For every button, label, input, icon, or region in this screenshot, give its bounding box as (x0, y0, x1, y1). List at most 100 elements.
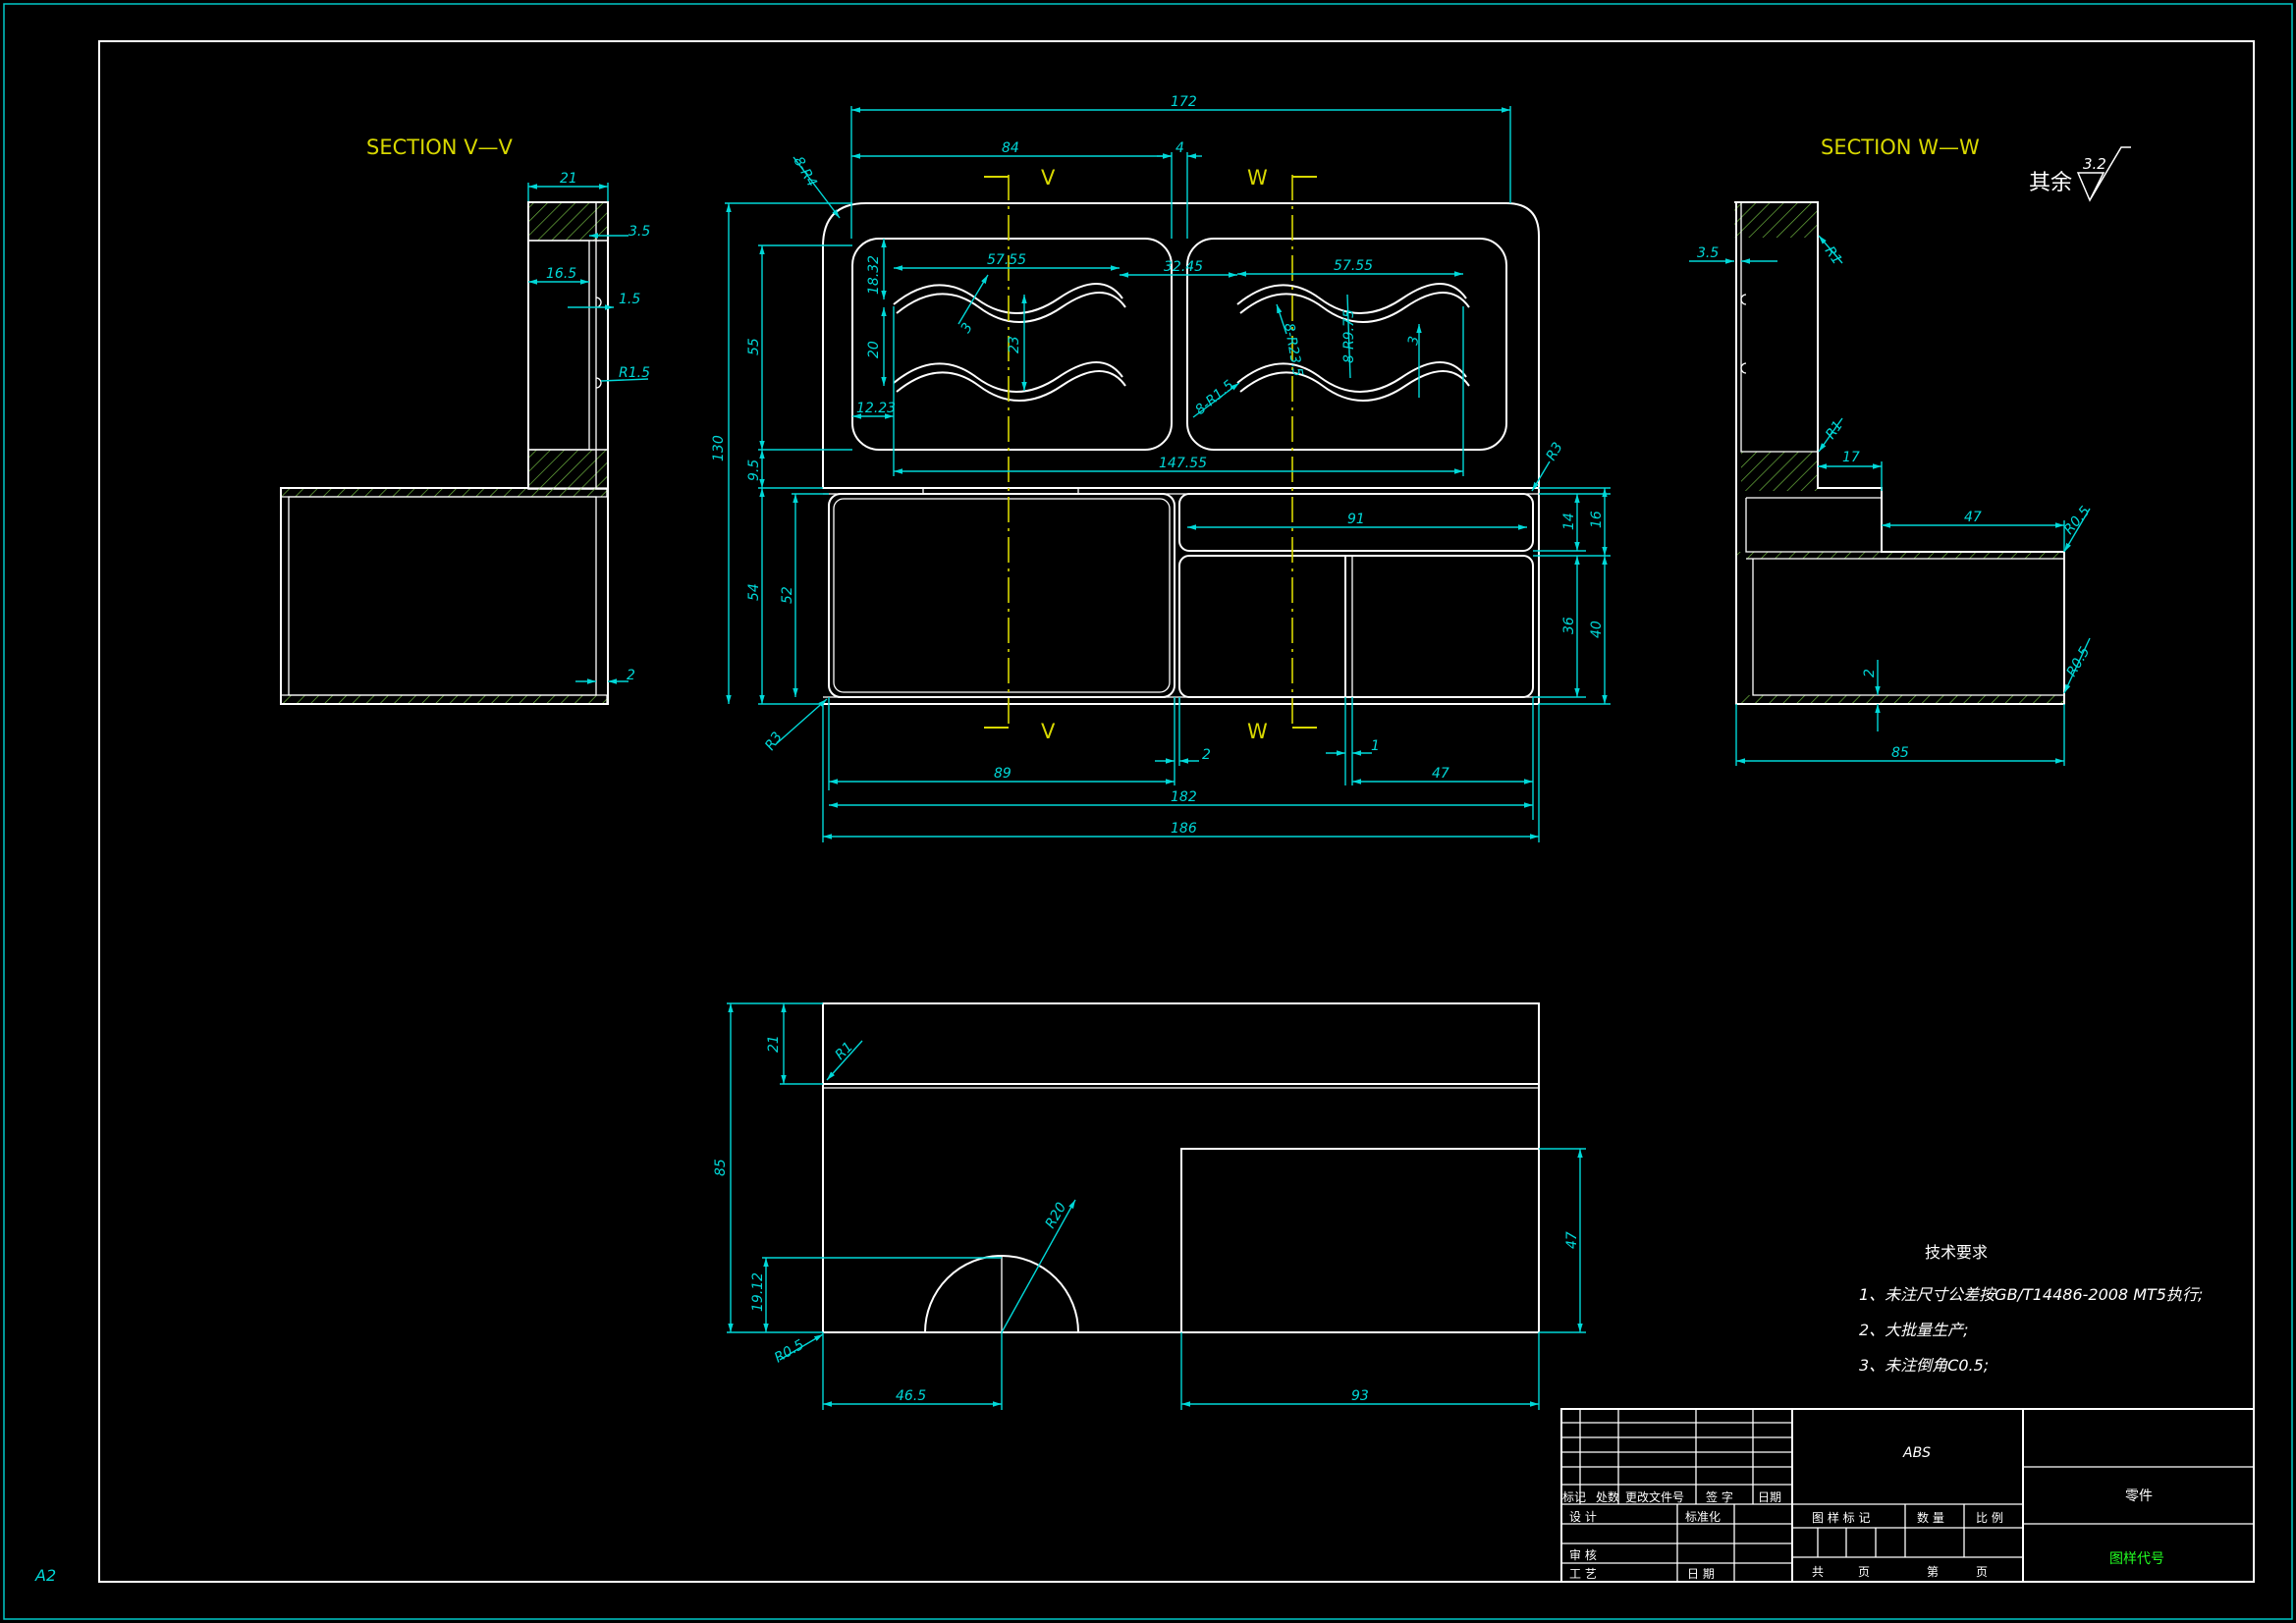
section-ww-label: SECTION W—W (1821, 135, 1980, 159)
section-vv-label: SECTION V—V (366, 135, 514, 159)
dim-12-23: 12.23 (856, 401, 896, 416)
dim-32-45: 32.45 (1164, 259, 1203, 275)
fv-dim-21: 21 (766, 1035, 782, 1053)
ww-dim-r1-mid: R1 (1823, 418, 1846, 442)
standardization-label: 标准化 (1685, 1510, 1721, 1524)
scale-label: 比 例 (1976, 1511, 2003, 1525)
dim-40: 40 (1589, 621, 1605, 638)
dim-182: 182 (1171, 789, 1197, 805)
dim-4: 4 (1175, 140, 1184, 156)
ww-dims: 3.5 R1 R1 17 47 R0.5 R0.5 2 85 (1689, 235, 2094, 766)
check-label: 审 核 (1569, 1547, 1597, 1562)
total-sheets-unit: 页 (1858, 1565, 1870, 1579)
ww-hatch-base-bottom (1736, 695, 2064, 704)
dim-8-r23-5: 8-R23.5 (1281, 322, 1305, 378)
ww-dim-r1-top: R1 (1822, 243, 1845, 267)
process-label: 工 艺 (1569, 1567, 1597, 1581)
dim-147-55: 147.55 (1159, 456, 1207, 471)
revision-header: 更改文件号 (1625, 1489, 1684, 1504)
revision-header: 处数 (1596, 1489, 1619, 1504)
part-name: 零件 (2125, 1488, 2153, 1504)
drawing-mark-label: 图 样 标 记 (1812, 1510, 1870, 1525)
dim-23: 23 (1007, 336, 1022, 353)
dim-20: 20 (866, 341, 882, 358)
roughness-value: 3.2 (2083, 155, 2106, 173)
ww-dim-2: 2 (1862, 669, 1878, 677)
total-sheets-label: 共 (1812, 1565, 1824, 1579)
fv-dim-47: 47 (1564, 1231, 1580, 1249)
cut-marker-w-bottom: W (1247, 720, 1268, 743)
dim-130: 130 (711, 435, 727, 461)
ww-dim-3-5: 3.5 (1697, 245, 1719, 261)
front-view-dims: 21 R1 85 R20 19.12 R0.5 46.5 93 47 (713, 1002, 1586, 1410)
drawing-number: 图样代号 (2109, 1551, 2164, 1567)
dim-3-left: 3 (958, 320, 976, 336)
tech-req-item: 1、未注尺寸公差按GB/T14486-2008 MT5执行; (1859, 1285, 2203, 1304)
fv-dim-r0-5: R0.5 (772, 1337, 807, 1367)
dim-186: 186 (1171, 821, 1197, 837)
dim-1-gap: 1 (1371, 738, 1380, 754)
ww-hatch-mid (1741, 452, 1818, 491)
fv-dim-r20: R20 (1043, 1200, 1070, 1231)
cut-marker-w-top: W (1247, 166, 1268, 189)
sheet-page-label: 页 (1976, 1565, 1988, 1579)
tech-req-item: 3、未注倒角C0.5; (1859, 1356, 1989, 1375)
dim-84: 84 (1002, 140, 1019, 156)
fv-dim-19-12: 19.12 (750, 1272, 766, 1312)
technical-requirements: 技术要求 1、未注尺寸公差按GB/T14486-2008 MT5执行; 2、大批… (1859, 1243, 2203, 1375)
vv-dim-r1-5: R1.5 (619, 365, 650, 381)
dim-55: 55 (746, 338, 762, 355)
dim-14: 14 (1561, 513, 1577, 530)
fv-dim-93: 93 (1351, 1388, 1369, 1404)
top-view-dims: 172 84 4 8-R4 57.55 57.55 32.45 18.32 20… (711, 94, 1611, 842)
front-view (822, 1002, 1540, 1333)
vv-dim-1-5: 1.5 (619, 292, 640, 307)
ww-hatch-top (1734, 202, 1818, 238)
fv-dim-r1: R1 (833, 1039, 856, 1062)
dim-r3-bottom: R3 (762, 730, 786, 753)
revision-header: 签 字 (1706, 1489, 1733, 1504)
vv-dim-16-5: 16.5 (546, 266, 576, 282)
title-block: ABS 零件 图样代号 标记 处数 更改文件号 签 字 日期 设 计 标准化 审… (1560, 1408, 2255, 1583)
tech-req-item: 2、大批量生产; (1859, 1321, 1969, 1339)
dim-89: 89 (994, 766, 1011, 782)
dim-16: 16 (1589, 511, 1605, 528)
vv-dim-2: 2 (627, 668, 635, 683)
dim-18-32: 18.32 (866, 255, 882, 295)
ww-dim-17: 17 (1842, 450, 1860, 465)
dim-3-right: 3 (1405, 335, 1422, 347)
dim-52: 52 (780, 586, 795, 604)
roughness-prefix: 其余 (2029, 171, 2072, 195)
sheet-size-label: A2 (34, 1566, 56, 1585)
top-view (822, 175, 1540, 729)
vv-hatch-base-bottom (280, 694, 608, 705)
date-label: 日 期 (1687, 1567, 1715, 1581)
tech-req-title: 技术要求 (1925, 1243, 1988, 1262)
cut-marker-v-bottom: V (1041, 720, 1056, 743)
fv-dim-85: 85 (713, 1159, 729, 1176)
dim-8-r9-75: 8-R9.75 (1341, 309, 1357, 363)
dim-57-55-left: 57.55 (987, 252, 1026, 268)
dim-36: 36 (1561, 617, 1577, 634)
fv-dim-46-5: 46.5 (896, 1388, 926, 1404)
ww-dim-47: 47 (1964, 510, 1982, 525)
revision-header: 标记 (1562, 1490, 1586, 1504)
section-vv (280, 201, 609, 705)
vv-dim-3-5: 3.5 (629, 224, 650, 240)
design-label: 设 计 (1569, 1510, 1597, 1524)
dim-2-gap: 2 (1202, 747, 1211, 763)
sheet-label: 第 (1927, 1565, 1939, 1579)
dim-54: 54 (746, 583, 762, 601)
dim-8-r1-5: 8-R1.5 (1192, 377, 1237, 418)
cut-marker-v-top: V (1041, 166, 1056, 189)
ww-dim-r0-5-top: R0.5 (2061, 504, 2094, 538)
dim-8-r4: 8-R4 (791, 154, 820, 189)
revision-header: 日期 (1758, 1490, 1781, 1504)
dim-172: 172 (1171, 94, 1197, 110)
outer-border (3, 3, 2293, 1620)
vv-dim-21: 21 (560, 171, 577, 187)
dim-91: 91 (1347, 512, 1365, 527)
ww-dim-85: 85 (1891, 745, 1909, 761)
inner-frame (98, 40, 2255, 1583)
